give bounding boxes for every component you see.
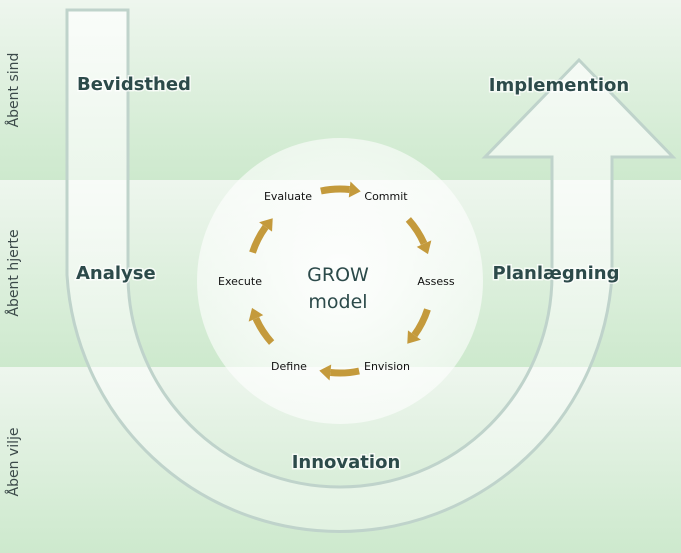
cycle-arrowhead-4 xyxy=(248,307,264,322)
node-define: Define xyxy=(271,360,307,373)
band-label-open-heart: Åbent hjerte xyxy=(5,229,22,316)
node-evaluate: Evaluate xyxy=(264,190,312,203)
node-execute: Execute xyxy=(218,275,262,288)
stage-analyse: Analyse xyxy=(76,263,156,284)
band-label-open-mind: Åbent sind xyxy=(5,53,22,128)
cycle-arrow-4 xyxy=(252,316,275,345)
band-label-open-will: Åben vilje xyxy=(5,428,22,497)
cycle-arrow-2 xyxy=(411,308,431,338)
node-envision: Envision xyxy=(364,360,410,373)
cycle-arrowhead-3 xyxy=(319,364,332,381)
cycle-arrow-3 xyxy=(330,367,360,377)
cycle-arrow-5 xyxy=(249,224,269,254)
stage-innovation: Innovation xyxy=(292,452,401,473)
cycle-arrowhead-1 xyxy=(416,240,432,255)
u-arrow-shape xyxy=(65,8,677,533)
stage-bevidsthed: Bevidsthed xyxy=(77,74,191,95)
node-assess: Assess xyxy=(417,275,454,288)
node-commit: Commit xyxy=(364,190,408,203)
cycle-arrowhead-0 xyxy=(348,181,361,198)
stage-planlaegning: Planlægning xyxy=(493,263,620,284)
cycle-arrowhead-5 xyxy=(259,218,273,232)
grow-circle xyxy=(197,138,483,424)
cycle-arrow-1 xyxy=(405,217,428,246)
cycle-arrowhead-2 xyxy=(407,330,421,344)
cycle-arrow-0 xyxy=(320,185,350,195)
grow-title: GROW xyxy=(307,264,369,286)
grow-subtitle: model xyxy=(308,291,367,313)
stage-implemention: Implemention xyxy=(489,75,629,96)
